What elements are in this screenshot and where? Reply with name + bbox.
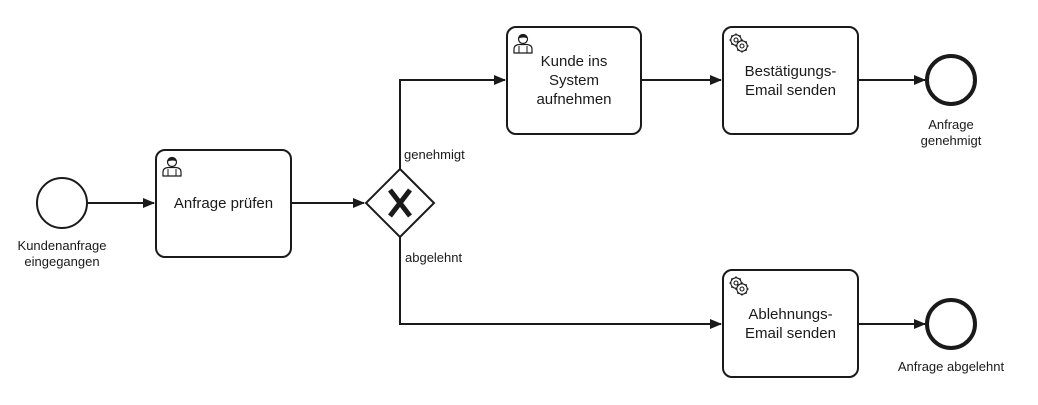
task-bestaetigungs-email[interactable]: Bestätigungs- Email senden <box>722 26 859 135</box>
flow-gateway-to-reject-email <box>399 237 722 329</box>
task-label: Kunde ins System aufnehmen <box>536 53 612 108</box>
end-event-approved-label: Anfrage genehmigt <box>920 117 982 148</box>
task-anfrage-pruefen[interactable]: Anfrage prüfen <box>155 149 292 258</box>
end-event-rejected[interactable] <box>925 298 977 350</box>
end-event-approved[interactable] <box>925 54 977 106</box>
flow-gateway-to-add-customer <box>399 75 506 169</box>
start-event-label: Kundenanfrage eingegangen <box>17 238 107 269</box>
gear-icon <box>729 276 749 296</box>
flow-label-approved: genehmigt <box>404 147 465 162</box>
start-event[interactable] <box>36 177 88 229</box>
task-label: Anfrage prüfen <box>173 195 274 212</box>
task-kunde-aufnehmen[interactable]: Kunde ins System aufnehmen <box>506 26 642 135</box>
gear-icon <box>729 33 749 53</box>
task-label: Bestätigungs- Email senden <box>744 62 837 99</box>
x-icon <box>388 188 412 218</box>
end-event-rejected-label: Anfrage abgelehnt <box>897 359 1005 374</box>
flow-label-rejected: abgelehnt <box>405 250 463 265</box>
user-icon <box>162 156 182 177</box>
task-label: Ablehnungs- Email senden <box>745 305 836 342</box>
task-ablehnungs-email[interactable]: Ablehnungs- Email senden <box>722 269 859 378</box>
user-icon <box>513 33 533 54</box>
exclusive-gateway[interactable] <box>364 167 436 239</box>
